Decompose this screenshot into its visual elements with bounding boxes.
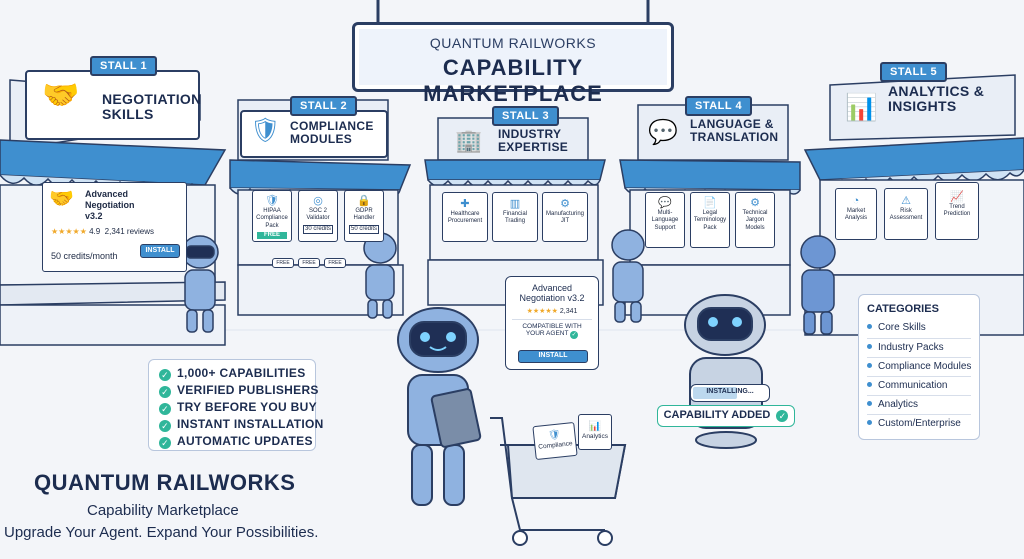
features-panel: ✓1,000+ CAPABILITIES ✓VERIFIED PUBLISHER… [148,359,323,451]
star-rating-icon: ★★★★★ [526,308,558,315]
check-icon: ✓ [159,403,171,415]
handshake-icon: 🤝 [49,188,74,210]
cart-item-analytics: 📊Analytics [578,414,612,450]
gears-icon: ⚙ [750,197,760,209]
robot-stall4 [611,229,645,323]
feature-item: ✓TRY BEFORE YOU BUY [159,400,317,415]
cart-item-compliance: 🛡Compliance [532,421,578,461]
stall-3-tag: STALL 3 [492,106,560,126]
trend-icon: 📈 [950,191,964,203]
building-icon: 🏢 [455,128,483,153]
marketplace-header-sign: QUANTUM RAILWORKS CAPABILITY MARKETPLACE [352,22,674,106]
lock-icon: 🔒 [357,195,371,207]
star-rating-icon: ★★★★★ [51,227,87,237]
stall-5-tag: STALL 5 [880,62,948,82]
categories-panel: CATEGORIES Core Skills Industry Packs Co… [858,294,980,440]
header-title: CAPABILITY MARKETPLACE [423,55,603,106]
robot-stall5 [800,235,836,335]
feature-item: ✓AUTOMATIC UPDATES [159,434,313,449]
warning-icon: ⚠ [901,195,911,207]
chart-icon: ▥ [509,198,521,210]
install-progress-bar: INSTALLING... [690,384,770,402]
factory-icon: ⚙ [560,198,570,210]
shield-icon: 🛡 [265,195,279,207]
footer-subtitle: Capability Marketplace [87,502,239,519]
footer-brand: QUANTUM RAILWORKS [34,470,296,495]
category-analytics[interactable]: Analytics [867,399,918,410]
free-tag: FREE [324,258,346,268]
popup-install-button[interactable]: INSTALL [518,350,588,363]
free-tag: FREE [298,258,320,268]
check-icon: ✓ [159,369,171,381]
product-price: 50 credits/month [51,250,118,261]
category-custom-enterprise[interactable]: Custom/Enterprise [867,418,961,429]
pie-chart-icon: ◔ [852,195,860,207]
feature-item: ✓VERIFIED PUBLISHERS [159,383,319,398]
categories-heading: CATEGORIES [867,303,939,315]
check-icon: ✓ [159,437,171,449]
stall-4-tag: STALL 4 [685,96,753,116]
handshake-icon: 🤝 [42,79,80,112]
check-icon: ✓ [776,410,789,422]
badge-icon: ◎ [313,195,323,207]
stall-2-tag: STALL 2 [290,96,358,116]
category-core-skills[interactable]: Core Skills [867,322,926,333]
feature-item: ✓INSTANT INSTALLATION [159,417,324,432]
check-icon: ✓ [159,420,171,432]
feature-item: ✓1,000+ CAPABILITIES [159,366,306,381]
stall-5-title: ANALYTICS &INSIGHTS [888,83,985,114]
robot-main [397,307,482,506]
shield-check-icon: 🛡 [250,117,281,144]
product-rating: ★★★★★ 4.9 2,341 reviews [51,227,155,237]
chat-bubbles-icon: 💬 [648,119,678,146]
hospital-icon: ✚ [460,198,470,210]
header-company: QUANTUM RAILWORKS [429,35,597,51]
stall-5-booth [803,74,1024,336]
free-tag: FREE [272,258,294,268]
category-communication[interactable]: Communication [867,380,947,391]
progress-fill [693,387,738,399]
check-icon: ✓ [159,386,171,398]
document-icon: 📄 [703,197,717,209]
bar-chart-icon: 📊 [845,92,878,122]
popup-rating: ★★★★★ 2,341 [526,308,578,315]
bar-chart-icon: 📊 [588,421,602,432]
stall-1-tag: STALL 1 [90,56,158,76]
capability-added-badge: CAPABILITY ADDED ✓ [657,405,795,427]
robot-stall1 [181,235,219,333]
chat-icon: 💬 [658,197,672,209]
stall-4-booth [619,104,801,316]
footer-tagline: Upgrade Your Agent. Expand Your Possibil… [4,524,319,541]
progress-label: INSTALLING... [706,388,754,395]
check-icon: ✓ [570,331,579,339]
category-industry-packs[interactable]: Industry Packs [867,342,944,353]
stall-4-title: LANGUAGE &TRANSLATION [690,117,779,144]
install-button[interactable]: INSTALL [140,244,180,258]
category-compliance-modules[interactable]: Compliance Modules [867,361,971,372]
